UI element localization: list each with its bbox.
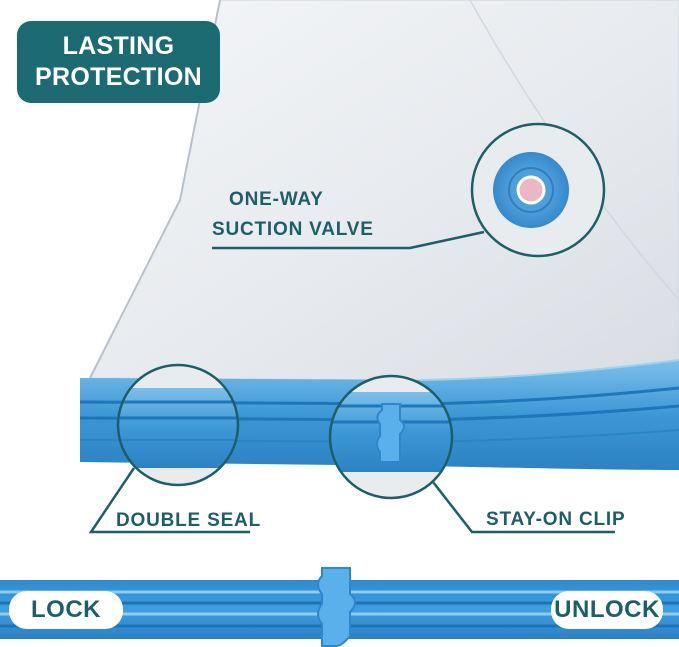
valve-label-line-1: ONE-WAY: [229, 189, 324, 210]
valve-label-line-2: SUCTION VALVE: [212, 219, 374, 240]
double-seal-callout: [88, 363, 250, 534]
valve-button: [516, 175, 546, 205]
unlock-label: UNLOCK: [551, 591, 663, 629]
badge-line-1: LASTING: [62, 32, 175, 60]
badge-line-2: PROTECTION: [35, 63, 202, 91]
strip-clip: [317, 567, 356, 647]
lock-strip: [0, 567, 679, 647]
clip-callout: [328, 374, 615, 534]
clip-shape: [376, 403, 405, 463]
stay-on-clip-label: STAY-ON CLIP: [486, 509, 626, 530]
valve-callout: [212, 122, 606, 258]
lasting-protection-badge: LASTING PROTECTION: [17, 21, 220, 103]
double-seal-label: DOUBLE SEAL: [116, 510, 261, 531]
lock-label: LOCK: [9, 591, 123, 629]
